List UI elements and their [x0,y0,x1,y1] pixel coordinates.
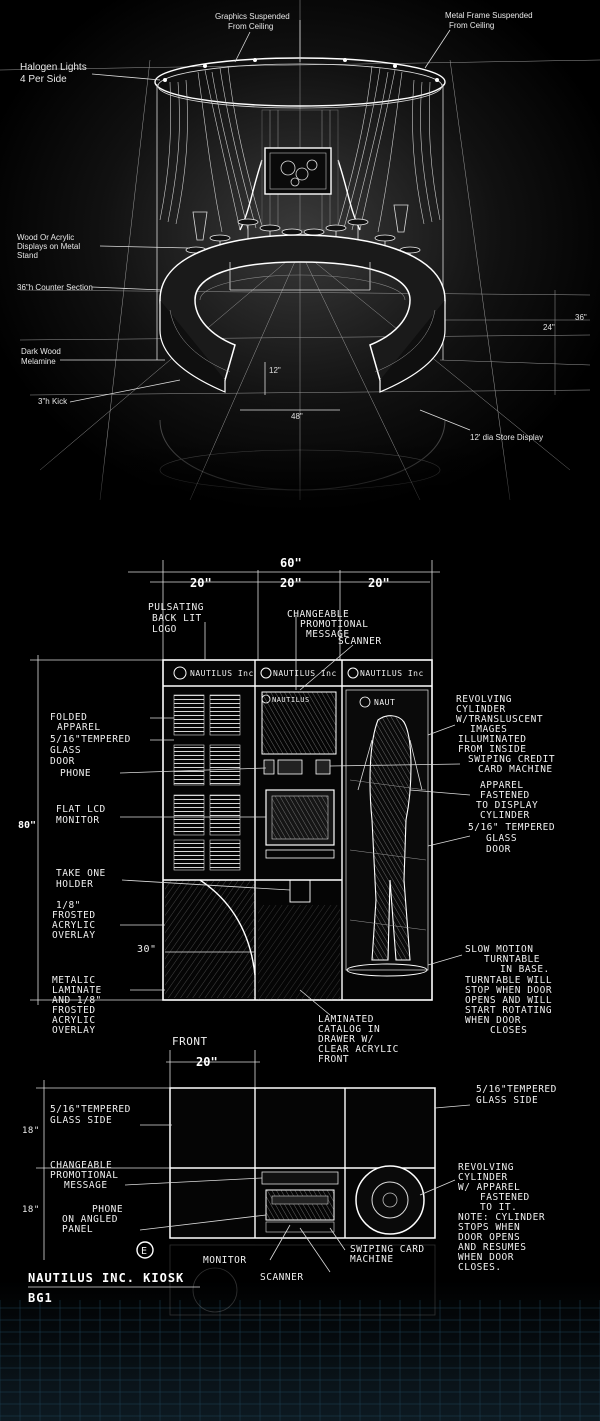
plan-reflection [169,1244,436,1316]
drawing-title: NAUTILUS INC. KIOSK [28,1271,184,1285]
center-console: NAUTILUS [258,691,340,1000]
label-halogen: Halogen Lights [20,62,87,73]
plan-cylinder [355,1165,425,1235]
dim-24: 24" [543,323,555,332]
label-scanner-plan: SCANNER [260,1272,304,1283]
label-wood-acrylic-2: Displays on Metal [17,242,80,251]
label-halogen-2: 4 Per Side [20,74,67,85]
plan-view: FRONT 20" 18" 18" E [0,1035,600,1421]
drawing-subtitle: BG1 [28,1291,53,1305]
label-front: FRONT [172,1035,208,1048]
dim-20-c: 20" [368,576,390,590]
elevation-marker [136,1241,154,1259]
suspended-graphic [264,147,332,195]
label-dark-wood-2: Melamine [21,357,56,366]
dim-36: 36" [575,313,587,322]
dim-80: 80" [18,820,36,831]
logo-text-center: NAUTILUS Inc [273,669,337,678]
dim-18-bottom: 18" [22,1205,40,1215]
plan-console [261,1171,339,1233]
counter-ring [159,234,446,393]
dim-30: 30" [137,944,157,955]
label-scanner-front: SCANNER [338,636,382,647]
dim-12: 12" [269,366,281,375]
label-counter: 36"h Counter Section [17,283,93,292]
cylinder-logo: NAUT [374,698,395,707]
dim-20-a: 20" [190,576,212,590]
label-dark-wood: Dark Wood [21,347,61,356]
dim-18-top: 18" [22,1126,40,1136]
elevation-marker-label: E [141,1246,148,1257]
screen-logo: NAUTILUS [272,696,310,704]
dim-48: 48" [291,412,303,421]
label-store-display: 12' dia Store Display [470,433,543,442]
folded-apparel-shelves [173,694,241,871]
label-metal-frame: Metal Frame Suspended [445,11,533,20]
dim-20-b: 20" [280,576,302,590]
label-metal-frame-2: From Ceiling [449,21,494,30]
label-wood-acrylic-3: Stand [17,251,38,260]
store-display-sketch: Graphics Suspended From Ceiling Metal Fr… [0,0,600,530]
logo-text-left: NAUTILUS Inc [190,669,254,678]
dim-plan-20: 20" [196,1055,218,1069]
label-phone: PHONE [60,768,91,779]
plan-leaders [124,1104,471,1273]
label-monitor: MONITOR [203,1255,247,1266]
dim-60: 60" [280,556,302,570]
front-elevation: 60" 20" 20" 20" 80" NAUTILUS Inc NAUTILU… [18,556,555,1065]
logo-band: NAUTILUS Inc NAUTILUS Inc NAUTILUS Inc [173,666,424,680]
width-dimensions [128,560,440,660]
label-graphics-suspended-2: From Ceiling [228,22,273,31]
sketch-leaders [60,29,471,431]
elevation-leaders [119,615,471,1016]
halogen-lights [163,58,439,82]
label-graphics-suspended: Graphics Suspended [215,12,290,21]
logo-text-right: NAUTILUS Inc [360,669,424,678]
display-cylinder: NAUT [345,689,429,977]
label-kick: 3"h Kick [38,397,68,406]
label-wood-acrylic: Wood Or Acrylic [17,233,74,242]
